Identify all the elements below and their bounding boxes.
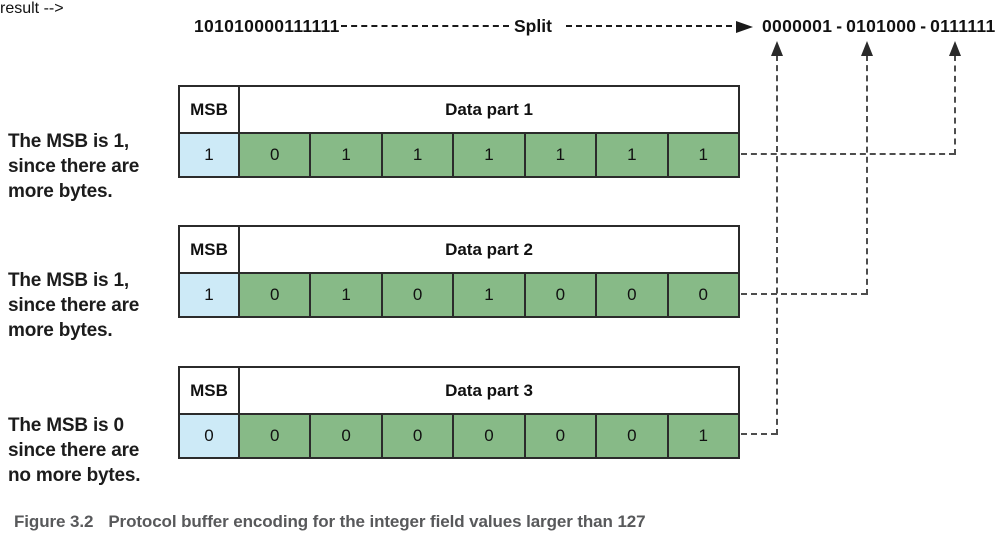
connector-row1-vertical <box>954 55 956 155</box>
bit-cell: 1 <box>668 415 738 457</box>
connector-row2-horizontal <box>741 293 867 295</box>
up-arrow-icon <box>771 41 783 56</box>
bit-cell: 1 <box>311 134 383 176</box>
bit-cell: 0 <box>525 274 598 316</box>
bit-row: 1 0 1 1 1 1 1 1 <box>180 132 738 176</box>
data-part-header: Data part 1 <box>445 99 533 119</box>
connector-row3-vertical <box>776 55 778 435</box>
table-header-row: MSB Data part 2 <box>180 227 738 272</box>
connector-row3-horizontal <box>741 433 777 435</box>
source-binary-value: 101010000111111 <box>194 16 340 36</box>
up-arrow-icon <box>861 41 873 56</box>
msb-bit-cell: 0 <box>180 415 240 457</box>
figure-caption-text: Protocol buffer encoding for the integer… <box>108 512 646 531</box>
encoded-result-value: 0000001 - 0101000 - 0111111 <box>762 16 996 37</box>
figure-caption: Figure 3.2 Protocol buffer encoding for t… <box>14 512 646 532</box>
bit-cell: 0 <box>454 415 526 457</box>
bit-cell: 0 <box>240 274 312 316</box>
result-part-1: 0000001 <box>762 16 833 36</box>
bit-cell: 0 <box>382 274 455 316</box>
split-label: Split <box>514 16 552 36</box>
bit-cell: 1 <box>454 134 526 176</box>
result-part-2: 0101000 <box>846 16 917 36</box>
bit-cell: 1 <box>525 134 598 176</box>
table-header-row: MSB Data part 3 <box>180 368 738 413</box>
bit-row: 1 0 1 0 1 0 0 0 <box>180 272 738 316</box>
bit-cell: 0 <box>597 415 669 457</box>
bit-cell: 0 <box>668 274 738 316</box>
bit-row: 0 0 0 0 0 0 0 1 <box>180 413 738 457</box>
connector-row1-horizontal <box>741 153 955 155</box>
bit-cell: 1 <box>311 274 383 316</box>
result-separator: - <box>920 16 927 36</box>
up-arrow-icon <box>949 41 961 56</box>
bit-cell: 0 <box>382 415 455 457</box>
byte-table-3: MSB Data part 3 0 0 0 0 0 0 0 1 <box>178 366 740 459</box>
figure-caption-label: Figure 3.2 <box>14 512 94 531</box>
split-dash-line-left <box>341 25 509 27</box>
byte-table-1: MSB Data part 1 1 0 1 1 1 1 1 1 <box>178 85 740 178</box>
byte-table-2: MSB Data part 2 1 0 1 0 1 0 0 0 <box>178 225 740 318</box>
annotation-msb-0: The MSB is 0 since there are no more byt… <box>8 415 141 486</box>
table-header-row: MSB Data part 1 <box>180 87 738 132</box>
bit-cell: 1 <box>454 274 526 316</box>
result-part-3: 0111111 <box>930 16 996 36</box>
bit-cell: 1 <box>668 134 738 176</box>
data-part-header: Data part 3 <box>445 380 533 400</box>
msb-header: MSB <box>180 227 240 272</box>
data-part-header: Data part 2 <box>445 239 533 259</box>
result-separator: - <box>836 16 843 36</box>
annotation-msb-1b: The MSB is 1, since there are more bytes… <box>8 270 140 341</box>
bit-cell: 0 <box>240 415 312 457</box>
msb-header: MSB <box>180 368 240 413</box>
msb-bit-cell: 1 <box>180 134 240 176</box>
bit-cell: 1 <box>597 134 669 176</box>
msb-header: MSB <box>180 87 240 132</box>
annotation-msb-1a: The MSB is 1, since there are more bytes… <box>8 131 140 202</box>
bit-cell: 0 <box>311 415 383 457</box>
connector-row2-vertical <box>866 55 868 295</box>
bit-cell: 0 <box>240 134 312 176</box>
split-dash-line-right <box>566 25 732 27</box>
bit-cell: 0 <box>525 415 598 457</box>
bit-cell: 0 <box>597 274 669 316</box>
msb-bit-cell: 1 <box>180 274 240 316</box>
right-arrow-icon <box>736 21 753 33</box>
bit-cell: 1 <box>382 134 455 176</box>
